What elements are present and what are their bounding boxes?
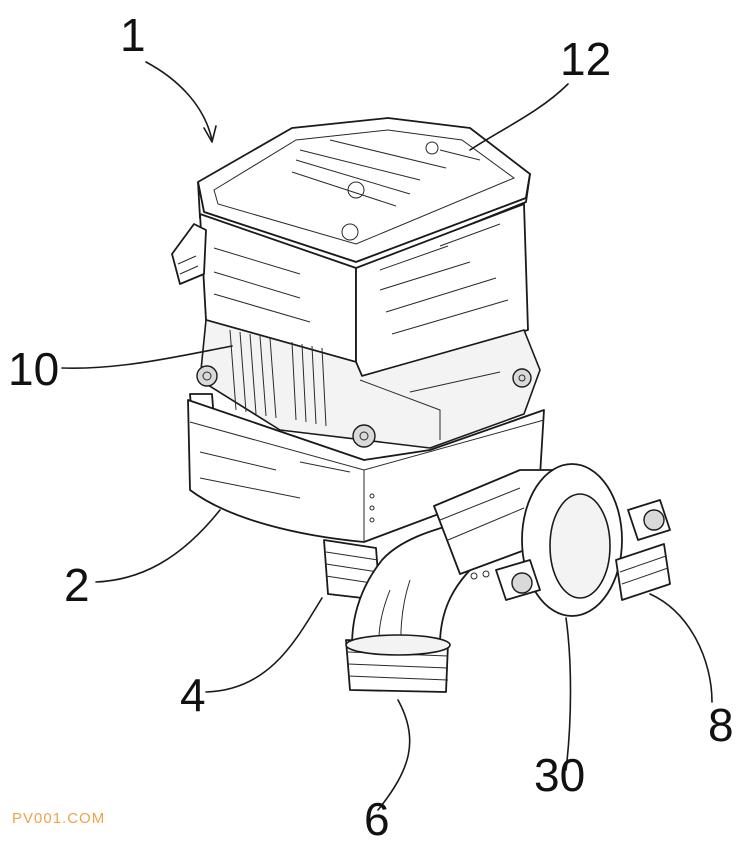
- clamp-ring: [433, 463, 671, 617]
- ref-label-10: 10: [8, 343, 60, 395]
- ref-label-30: 30: [534, 749, 586, 801]
- leader-lines: [61, 61, 713, 811]
- ref-label-12: 12: [560, 33, 612, 85]
- ref-label-1: 1: [120, 9, 146, 61]
- ref-label-6: 6: [364, 793, 390, 845]
- motor-section: [189, 319, 541, 449]
- ref-label-4: 4: [180, 669, 206, 721]
- ref-label-2: 2: [64, 559, 90, 611]
- ref-label-8: 8: [708, 699, 734, 751]
- side-thread: [615, 543, 671, 601]
- watermark: PV001.COM: [12, 810, 106, 827]
